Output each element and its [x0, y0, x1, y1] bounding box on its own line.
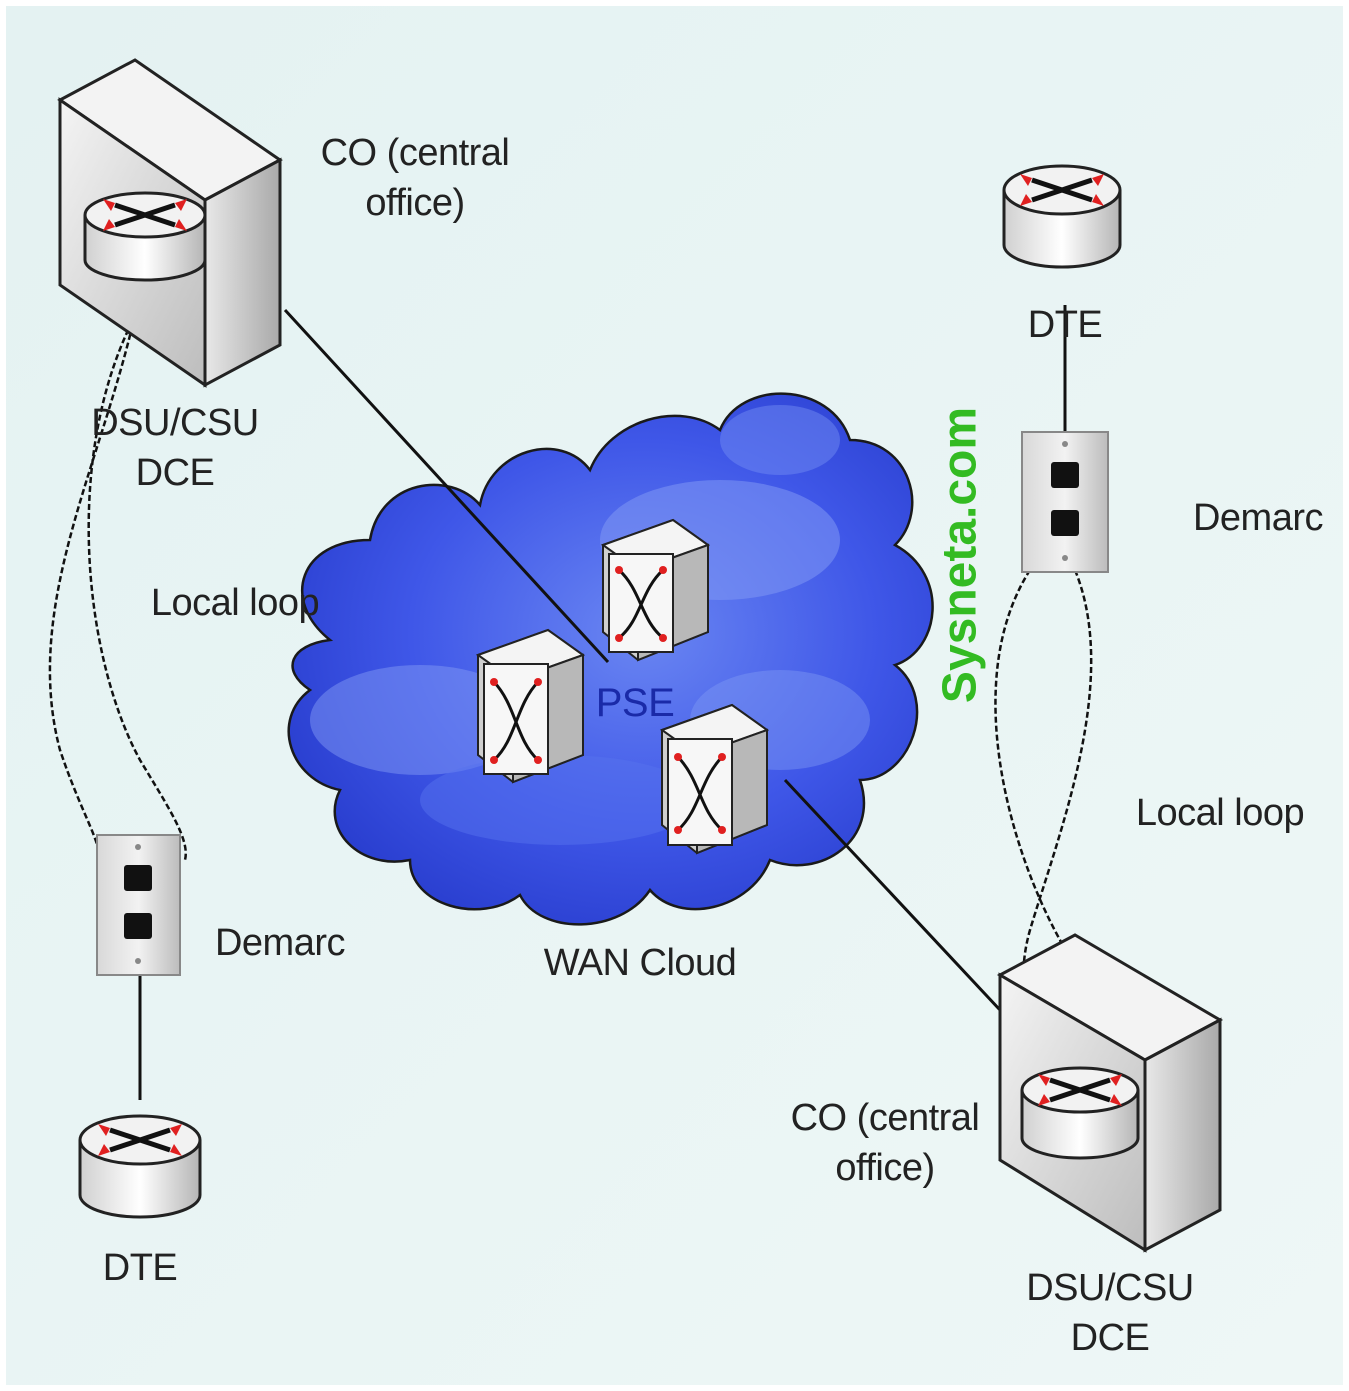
wan-cloud — [287, 392, 934, 926]
router-icon — [78, 1114, 202, 1219]
label-demarc-left-text: Demarc — [214, 922, 346, 964]
label-co-bottom-line1: CO (central — [790, 1097, 980, 1139]
link-pse-to-bottom-co — [783, 778, 1002, 1012]
label-dsu-top-line1: DSU/CSU — [91, 402, 259, 444]
label-dte-bottom-left: DTE — [80, 1243, 200, 1293]
switch-icon — [600, 518, 711, 662]
label-co-top: CO (central office) — [300, 128, 530, 228]
label-dte-top-right-text: DTE — [1027, 304, 1103, 346]
label-local-loop-right-text: Local loop — [1135, 792, 1305, 834]
label-dsu-top-line2: DCE — [135, 452, 215, 494]
label-dte-top-right: DTE — [1005, 300, 1125, 350]
label-demarc-right-text: Demarc — [1192, 497, 1324, 539]
label-dsu-bottom-line2: DCE — [1070, 1317, 1150, 1359]
label-dsu-bottom: DSU/CSU DCE — [1005, 1263, 1215, 1363]
link-top-co-to-pse — [283, 308, 610, 664]
label-dte-bottom-left-text: DTE — [102, 1247, 178, 1289]
label-demarc-left: Demarc — [200, 918, 360, 968]
router-icon — [1002, 164, 1122, 269]
label-demarc-right: Demarc — [1178, 493, 1338, 543]
label-wan-cloud-text: WAN Cloud — [543, 942, 737, 984]
label-co-bottom: CO (central office) — [770, 1093, 1000, 1193]
label-dsu-top: DSU/CSU DCE — [70, 398, 280, 498]
label-local-loop-left-text: Local loop — [150, 582, 320, 624]
label-pse: PSE — [585, 678, 685, 728]
wall-jack-icon — [1021, 431, 1109, 573]
router-icon — [83, 191, 207, 282]
label-local-loop-left: Local loop — [135, 578, 335, 628]
label-wan-cloud: WAN Cloud — [520, 938, 760, 988]
label-co-top-line2: office) — [365, 182, 465, 224]
switch-icon — [659, 703, 770, 855]
label-pse-text: PSE — [595, 681, 675, 725]
label-co-top-line1: CO (central — [320, 132, 510, 174]
switch-icon — [475, 628, 586, 784]
wall-jack-icon — [96, 834, 181, 976]
connection-lines — [138, 305, 1067, 1100]
label-local-loop-right: Local loop — [1120, 788, 1320, 838]
watermark-text: Sysneta.com — [933, 406, 987, 704]
router-icon — [1020, 1066, 1140, 1160]
label-dsu-bottom-line1: DSU/CSU — [1026, 1267, 1194, 1309]
local-loop-left-wires — [48, 289, 188, 861]
label-co-bottom-line2: office) — [835, 1147, 935, 1189]
